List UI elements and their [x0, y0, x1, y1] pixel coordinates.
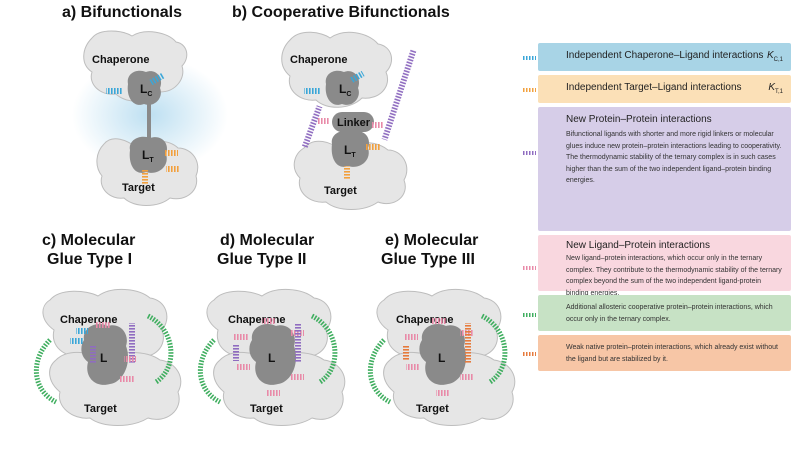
ligand-label: L [100, 351, 107, 365]
ligand-protein-interaction [120, 376, 134, 382]
target-label: Target [324, 185, 357, 197]
panel-a: a) Bifunctionals Chaperone Target LC LT [62, 4, 228, 206]
ligand-protein-interaction [290, 374, 304, 380]
chaperone-label: Chaperone [92, 54, 149, 66]
legend-orange-icon [523, 88, 536, 92]
allosteric-interaction [146, 313, 174, 385]
legend-title: Independent Target–Ligand interactions [566, 82, 742, 93]
ligand-protein-interaction [460, 374, 474, 380]
legend-chaperone-ligand: Independent Chaperone–Ligand interaction… [538, 43, 791, 71]
panel-c-title-line2: Glue Type I [47, 251, 132, 268]
ligand-protein-interaction [406, 364, 420, 370]
chaperone-ligand-interaction [349, 70, 365, 84]
panel-a-title: a) Bifunctionals [62, 4, 182, 21]
legend-title: New Ligand–Protein interactions [566, 240, 710, 251]
panel-d: d) Molecular Glue Type II Chaperone Targ… [198, 232, 346, 426]
protein-protein-interaction [381, 49, 417, 141]
legend-ligand-protein: New Ligand–Protein interactions New liga… [538, 235, 791, 297]
legend-pink-icon [523, 266, 536, 270]
target-ligand-interaction [166, 166, 180, 172]
ligand-protein-interaction [436, 390, 450, 396]
legend-protein-protein: New Protein–Protein interactions Bifunct… [538, 107, 791, 231]
ligand-lt-label: LT [142, 148, 154, 164]
protein-protein-interaction [90, 346, 96, 364]
target-label: Target [84, 403, 117, 415]
legend-native: Weak native protein–protein interactions… [538, 335, 791, 371]
ligand-lc-label: LC [140, 82, 152, 98]
ligand-protein-interaction [318, 118, 330, 124]
panel-b-title: b) Cooperative Bifunctionals [232, 4, 450, 21]
chaperone-ligand-interaction [149, 72, 165, 86]
ligand-protein-interaction [96, 322, 110, 328]
legend-text: Bifunctional ligands with shorter and mo… [566, 131, 782, 184]
ligand-protein-interaction [124, 356, 136, 362]
panel-e: e) Molecular Glue Type III Chaperone Tar… [368, 232, 516, 426]
allosteric-interaction [480, 313, 508, 385]
legend-title: New Protein–Protein interactions [566, 114, 712, 125]
target-label: Target [416, 403, 449, 415]
ligand-protein-interaction [262, 318, 276, 324]
panel-d-title-line2: Glue Type II [217, 251, 307, 268]
panel-e-title-line2: Glue Type III [381, 251, 475, 268]
chaperone-protein [83, 30, 188, 102]
target-label: Target [250, 403, 283, 415]
target-ligand-interaction [344, 166, 350, 180]
chaperone-ligand-interaction [304, 88, 320, 94]
linker-label: Linker [337, 117, 371, 129]
ligand-protein-interaction [266, 390, 280, 396]
panel-d-title-line1: d) Molecular [220, 232, 314, 249]
protein-protein-interaction [233, 345, 239, 361]
ligand-protein-interaction [432, 318, 446, 324]
ligand-lt [331, 130, 370, 167]
legend-text: New ligand–protein interactions, which o… [566, 255, 782, 297]
legend-green-icon [523, 313, 536, 317]
allosteric-interaction [310, 313, 338, 385]
panel-c-title-line1: c) Molecular [42, 232, 135, 249]
linker-chain [147, 104, 151, 140]
protein-protein-interaction [301, 105, 323, 149]
native-protein-interaction [465, 323, 471, 363]
ligand-lt [129, 136, 168, 173]
ligand-lt-label: LT [344, 143, 356, 159]
legend-text: Weak native protein–protein interactions… [566, 344, 778, 363]
ligand-protein-interaction [236, 364, 250, 370]
legend-title: Independent Chaperone–Ligand interaction… [566, 50, 764, 61]
legend-blue-icon [523, 56, 536, 60]
target-ligand-interaction [366, 144, 380, 150]
ligand-protein-interaction [234, 334, 248, 340]
target-ligand-interaction [142, 170, 148, 184]
chaperone-label: Chaperone [290, 54, 347, 66]
legend-target-ligand: Independent Target–Ligand interactions K… [538, 75, 791, 103]
target-ligand-interaction [164, 150, 178, 156]
ligand [81, 323, 129, 385]
legend-purple-icon [523, 151, 536, 155]
legend-text: Additional allosteric cooperative protei… [566, 304, 773, 323]
panel-c: c) Molecular Glue Type I Chaperone Targe… [34, 232, 182, 426]
ligand-label: L [438, 351, 445, 365]
chaperone-ligand-interaction [70, 338, 84, 344]
legend-constant: KT,1 [768, 82, 783, 95]
chaperone-label: Chaperone [228, 314, 285, 326]
protein-protein-interaction [295, 323, 301, 363]
chaperone-ligand-interaction [76, 328, 88, 334]
legend-salmon-icon [523, 352, 536, 356]
ligand [419, 323, 467, 385]
ligand-protein-interaction [404, 334, 418, 340]
target-label: Target [122, 182, 155, 194]
native-protein-interaction [403, 345, 409, 361]
ligand-protein-interaction [372, 122, 384, 128]
chaperone-ligand-interaction [106, 88, 122, 94]
ligand [249, 323, 297, 385]
ligand-lc-label: LC [339, 82, 351, 98]
ligand-label: L [268, 351, 275, 365]
protein-protein-interaction [129, 323, 135, 363]
legend-constant: KC,1 [766, 50, 783, 63]
panel-e-title-line1: e) Molecular [385, 232, 478, 249]
panel-b: b) Cooperative Bifunctionals Chaperone T… [232, 4, 450, 210]
linker-block [332, 112, 374, 132]
legend-allosteric: Additional allosteric cooperative protei… [538, 295, 791, 331]
